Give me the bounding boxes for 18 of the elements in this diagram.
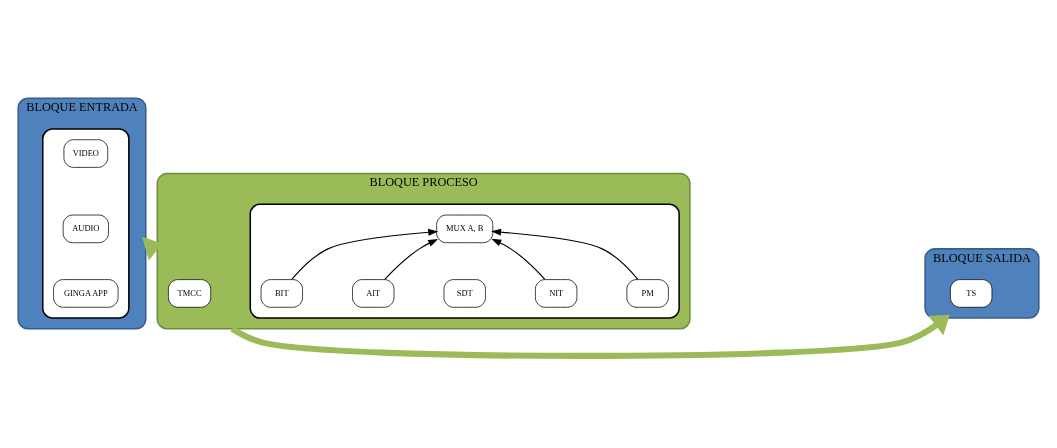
node-box: MUX A, B <box>436 214 494 244</box>
node-box: SDT <box>443 279 486 308</box>
node-box: AUDIO <box>62 214 109 244</box>
arrow <box>291 228 439 281</box>
node-box: TMCC <box>168 279 212 308</box>
arrow <box>491 238 546 280</box>
node-box: VIDEO <box>63 139 109 168</box>
node-box: BIT <box>260 279 303 308</box>
node-box: PM <box>626 279 669 308</box>
cluster <box>249 203 680 319</box>
arrow <box>491 228 639 280</box>
arrow <box>384 238 439 281</box>
node-box: TS <box>950 279 993 308</box>
node-box: AIT <box>352 279 395 308</box>
arrow <box>230 314 950 359</box>
cluster <box>42 128 130 319</box>
node-box: GINGA APP <box>53 279 119 308</box>
node-box: NIT <box>535 279 578 308</box>
